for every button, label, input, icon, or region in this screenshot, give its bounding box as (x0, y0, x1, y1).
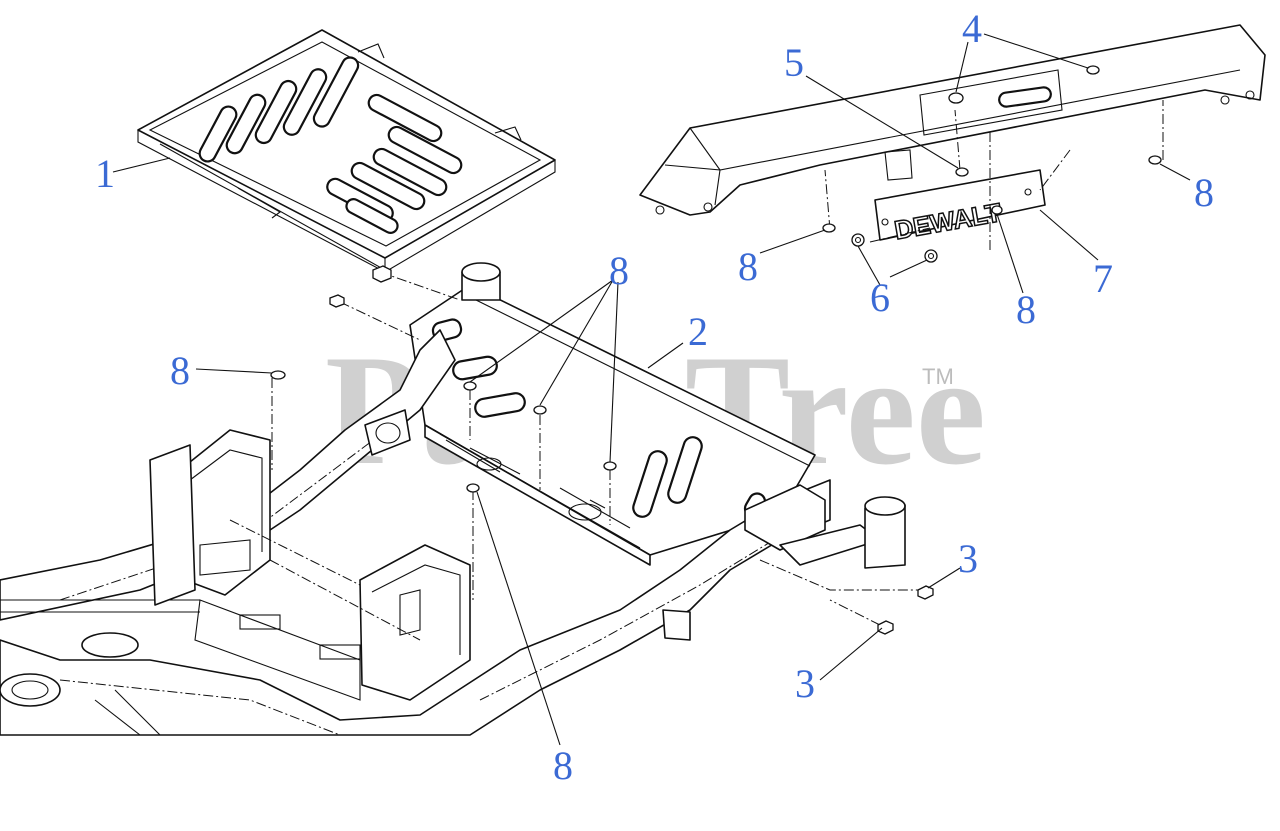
bolt-icon (533, 405, 547, 415)
leader-lines (112, 33, 1191, 746)
callout-8-bottom: 8 (553, 743, 573, 788)
seat-brackets (149, 429, 471, 701)
bolt-icon (1148, 155, 1162, 165)
foot-plate-slots (198, 56, 463, 234)
watermark-trademark: TM (922, 364, 954, 389)
bolt-icon (991, 205, 1003, 215)
callout-8-top-center: 8 (609, 248, 629, 293)
main-frame (0, 262, 906, 736)
bolt-icon (603, 461, 617, 471)
bolt-icon (466, 483, 480, 493)
bolt-icon (955, 167, 969, 177)
callout-4: 4 (962, 6, 982, 51)
callout-8-cover-left: 8 (738, 244, 758, 289)
part-7-upper-cover: DEWALT (639, 24, 1266, 246)
callout-8-left: 8 (170, 348, 190, 393)
callout-8-nameplate: 8 (1016, 287, 1036, 332)
bolt-icon (1086, 65, 1100, 75)
bolt-icon (372, 265, 392, 283)
bolt-icon (329, 294, 345, 308)
callout-8-cover-right: 8 (1194, 170, 1214, 215)
callout-7: 7 (1093, 256, 1113, 301)
callout-3-upper: 3 (958, 536, 978, 581)
bolt-icon (877, 620, 894, 635)
fasteners (270, 65, 1162, 635)
part-1-foot-plate (137, 29, 556, 273)
callout-1: 1 (95, 151, 115, 196)
bolt-icon (917, 585, 934, 600)
callout-labels: 1 2 3 3 4 5 6 7 8 8 8 8 8 8 (95, 6, 1214, 788)
nut-icon (851, 233, 865, 247)
bolt-icon (463, 381, 477, 391)
callout-5: 5 (784, 40, 804, 85)
nut-icon (924, 249, 938, 263)
bolt-icon (948, 92, 964, 104)
bolt-icon (270, 370, 286, 380)
assembly-lines (271, 100, 1164, 626)
callout-3-lower: 3 (795, 661, 815, 706)
bolt-icon (822, 223, 836, 233)
callout-6: 6 (870, 275, 890, 320)
callout-2: 2 (688, 309, 708, 354)
